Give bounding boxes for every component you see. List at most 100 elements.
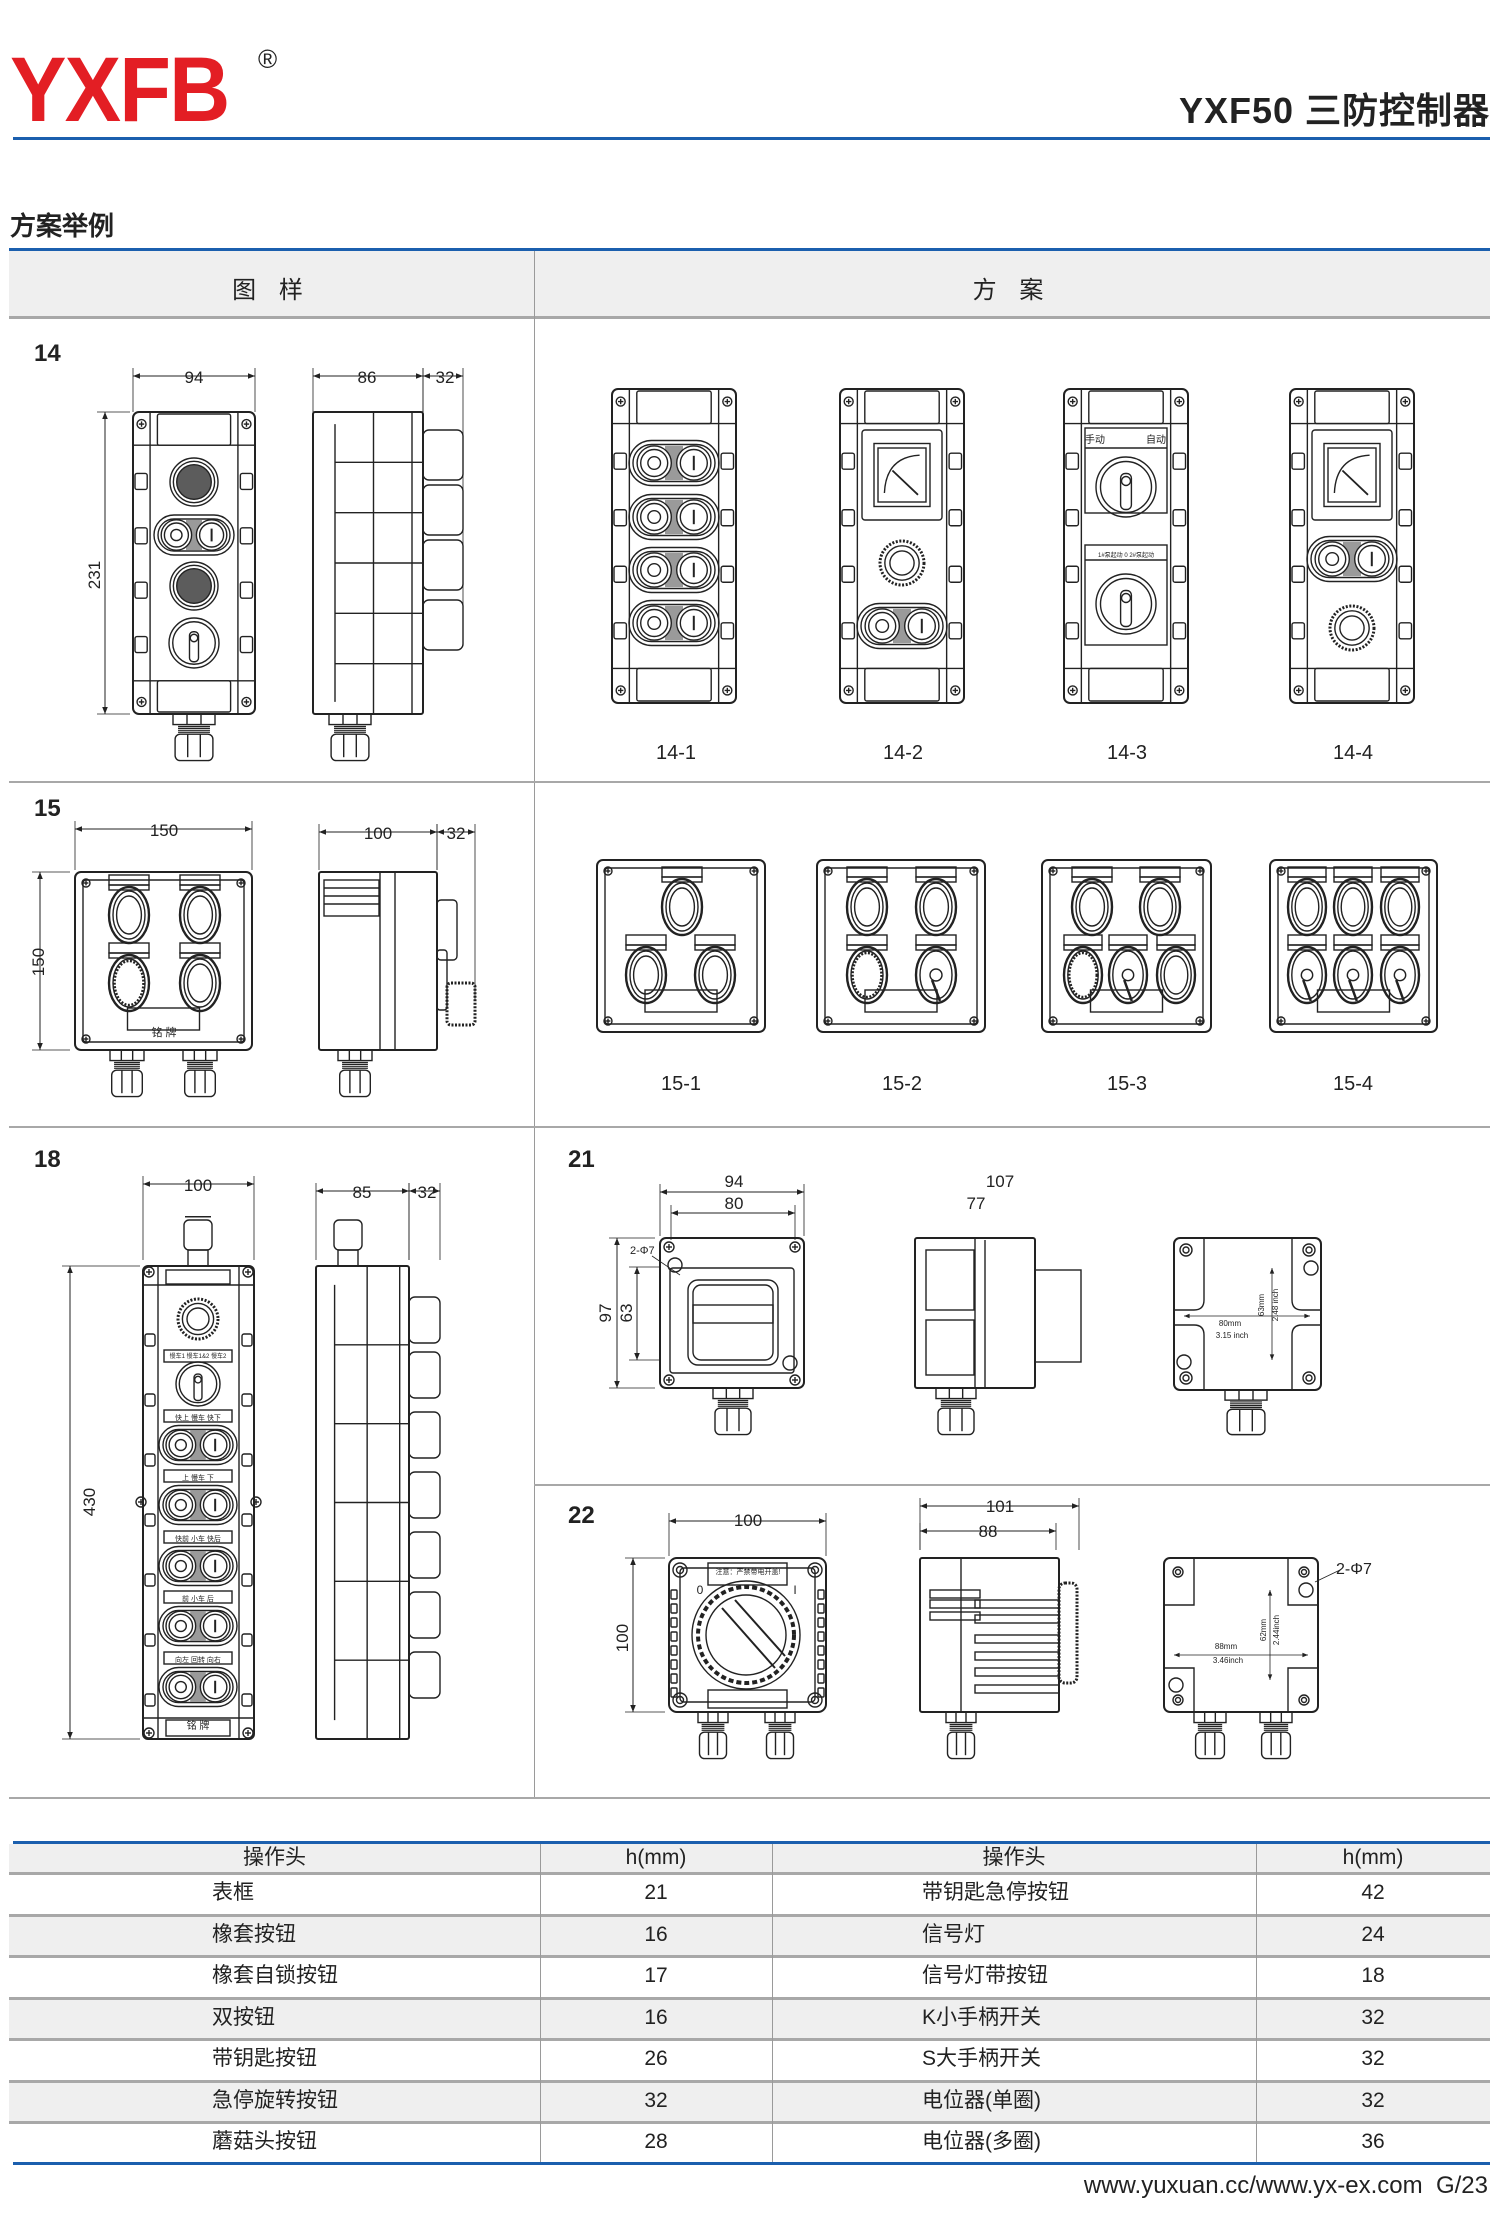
operator-name: 橡套自锁按钮: [212, 1964, 338, 1987]
dim-21-holes: 2-Φ7: [630, 1245, 655, 1257]
dim-21-front-inner-height: 63: [617, 1304, 636, 1323]
divider: [9, 781, 1490, 783]
height-value: 17: [644, 1964, 668, 1987]
plate-text: 上 慢车 下: [182, 1473, 214, 1482]
variant-14-3: [1063, 388, 1189, 704]
dim-18-side-protrusion: 32: [418, 1183, 437, 1202]
variant-15-3: [1041, 859, 1212, 1033]
variant-15-1: [596, 859, 766, 1033]
operator-name: 带钥匙急停按钮: [922, 1881, 1069, 1904]
variant-label: 15-2: [882, 1073, 922, 1095]
enclosure-22-back: [1163, 1557, 1341, 1760]
dimension-line: [408, 1183, 441, 1260]
enclosure-22-side: [919, 1557, 1079, 1760]
position-off-mark: 0: [697, 1583, 704, 1597]
operator-name: 电位器(单圈): [922, 2088, 1041, 2112]
height-value: 21: [644, 1881, 668, 1904]
operator-name: 蘑菇头按钮: [212, 2130, 317, 2153]
plate-text: 慢车1 慢车1&2 慢车2: [170, 1352, 227, 1360]
dim-14-side-protrusion: 32: [436, 368, 455, 387]
dim-21-back-h-mm: 63mm: [1257, 1294, 1266, 1317]
col-header-height: h(mm): [1342, 1846, 1404, 1869]
variant-label: 14-4: [1333, 742, 1373, 764]
operator-name: K小手柄开关: [922, 2005, 1042, 2029]
panel-text-auto: 自动: [1146, 433, 1166, 446]
dimension-line: [62, 1265, 140, 1740]
plate-text: 快上 慢车 快下: [175, 1413, 221, 1422]
dim-14-side-depth: 86: [358, 368, 377, 387]
panel-text-manual: 手动: [1085, 433, 1105, 446]
enclosure-22-front: [668, 1557, 827, 1760]
dim-22-back-w-in: 3.46inch: [1213, 1656, 1243, 1665]
enclosure-18-side: [315, 1219, 441, 1740]
nameplate-text: 铭 牌: [187, 1719, 210, 1732]
warning-plate-text: 注意：严禁带电开盖!: [716, 1567, 781, 1576]
dimension-line: [668, 1513, 827, 1556]
col-header-scheme: 方 案: [972, 277, 1052, 304]
enclosure-21-back: [1173, 1237, 1322, 1436]
dimension-line: [132, 368, 256, 412]
dimension-line: [97, 411, 130, 715]
enclosure-18-front: [135, 1216, 262, 1740]
enclosure-15-front: [74, 871, 253, 1098]
divider: [9, 1126, 1490, 1128]
scheme-table-header: [9, 251, 1490, 316]
divider: [534, 251, 535, 1798]
operator-name: S大手柄开关: [922, 2047, 1042, 2070]
dim-21-front-width: 94: [725, 1172, 744, 1191]
dimension-line: [74, 821, 253, 870]
col-header-height: h(mm): [625, 1846, 687, 1869]
dim-18-side-depth: 85: [353, 1183, 372, 1202]
panel-text-pump-select: 1#泵起动 0 2#泵起动: [1098, 551, 1154, 559]
dim-22-holes: 2-Φ7: [1336, 1561, 1372, 1578]
dim-22-back-w-mm: 88mm: [1215, 1642, 1238, 1651]
nameplate-text: 铭 牌: [151, 1025, 176, 1039]
operator-name: 带钥匙按钮: [212, 2047, 317, 2070]
col-header-operator: 操作头: [982, 1846, 1046, 1869]
enclosure-21-front: [651, 1237, 805, 1436]
section-title: 方案举例: [10, 211, 115, 241]
enclosure-14-front: [132, 411, 256, 762]
footer: www.yuxuan.cc/www.yx-ex.com G/23: [1084, 2172, 1488, 2200]
dimension-line: [142, 1176, 255, 1260]
divider: [540, 1844, 541, 2162]
height-value: 24: [1361, 1922, 1385, 1946]
brand-logo: YXFB: [10, 39, 230, 141]
dim-14-front-height: 231: [85, 561, 104, 589]
dim-21-back-w-mm: 80mm: [1219, 1319, 1242, 1328]
dimension-line: [32, 871, 70, 1051]
height-value: 32: [1361, 2005, 1385, 2029]
dim-21-side-total: 107: [986, 1172, 1014, 1191]
enclosure-15-side: [318, 871, 477, 1098]
enclosure-21-side: [914, 1237, 1082, 1436]
dim-22-back-h-mm: 62mm: [1259, 1619, 1268, 1642]
divider: [9, 316, 1490, 319]
dim-21-front-inner-width: 80: [725, 1194, 744, 1213]
plate-text: 向左 回转 向右: [175, 1655, 221, 1664]
height-value: 18: [1361, 1964, 1385, 1987]
height-value: 32: [1361, 2047, 1385, 2070]
footer-url[interactable]: www.yuxuan.cc/www.yx-ex.com: [1083, 2172, 1423, 2199]
dim-22-front-width: 100: [734, 1511, 762, 1530]
height-value: 28: [644, 2130, 668, 2153]
variant-15-4: [1269, 859, 1438, 1033]
height-value: 32: [1361, 2088, 1385, 2112]
dim-18-front-height: 430: [80, 1488, 99, 1516]
dimension-line: [670, 1205, 796, 1240]
height-value: 36: [1361, 2130, 1385, 2153]
example-label-18: 18: [34, 1146, 61, 1173]
position-on-mark: I: [793, 1583, 796, 1597]
dim-15-front-height: 150: [29, 948, 48, 976]
dim-21-back-w-in: 3.15 inch: [1216, 1331, 1248, 1340]
plate-text: 前 小车 后: [182, 1594, 214, 1603]
variant-14-2: [839, 388, 965, 704]
divider: [534, 1484, 1490, 1486]
dimension-line: [659, 1184, 805, 1236]
divider: [1256, 1844, 1257, 2162]
